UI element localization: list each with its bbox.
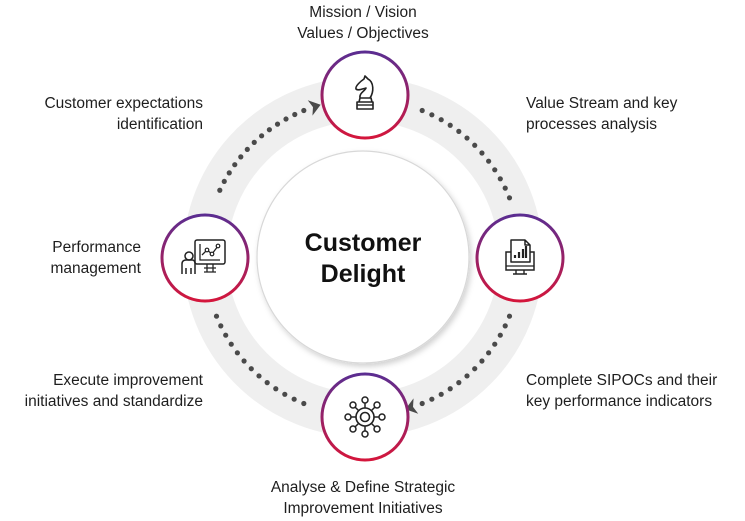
dot [486, 158, 492, 164]
label-line: Improvement Initiatives [283, 500, 443, 517]
dot [301, 107, 307, 114]
dot [438, 117, 444, 123]
dot [241, 358, 247, 364]
center-title-line2: Delight [320, 260, 406, 288]
dot [492, 167, 498, 173]
node-circle [320, 372, 410, 462]
network-gear-icon [344, 396, 386, 438]
node-top [320, 50, 410, 140]
label-line: management [50, 260, 141, 277]
dot [248, 366, 254, 372]
dot [218, 323, 224, 329]
node-right [475, 213, 565, 303]
dot [232, 162, 238, 168]
label-line: Values / Objectives [297, 25, 429, 42]
arc-label-top-left: Customer expectations identification [0, 93, 203, 135]
dot [472, 366, 478, 372]
dot [456, 128, 462, 134]
label-line: Performance [52, 239, 141, 256]
dot [283, 116, 289, 122]
dot [492, 341, 498, 347]
label-line: Customer expectations [44, 95, 203, 112]
label-line: Complete SIPOCs and their [526, 372, 718, 389]
label-line: initiatives and standardize [24, 393, 203, 410]
dot [217, 187, 223, 193]
node-label-top: Mission / Vision Values / Objectives [263, 2, 463, 44]
dot [419, 107, 425, 114]
dot [506, 313, 513, 319]
node-circle [160, 213, 250, 303]
label-line: key performance indicators [526, 393, 713, 410]
dot [274, 121, 281, 127]
dot [502, 323, 508, 329]
arc-label-bottom-right: Complete SIPOCs and their key performanc… [526, 370, 717, 412]
label-line: Analyse & Define Strategic [270, 479, 456, 496]
dot [486, 350, 492, 356]
dot [238, 154, 244, 160]
arc-label-bottom-left: Execute improvement initiatives and stan… [0, 370, 203, 412]
node-left [160, 213, 250, 303]
dot [464, 135, 470, 141]
report-monitor-icon [505, 239, 535, 275]
label-line: Value Stream and key [526, 95, 678, 112]
dot [228, 341, 234, 347]
dot [251, 139, 257, 145]
dot [502, 185, 508, 191]
dot [259, 133, 265, 139]
dotted-arrows [213, 100, 513, 414]
dot [301, 400, 307, 407]
dot [429, 112, 435, 118]
dot [221, 178, 227, 185]
dot [497, 176, 503, 182]
dot [497, 332, 503, 338]
dot [223, 332, 229, 338]
dot [447, 386, 453, 392]
dot [244, 146, 250, 153]
center-title: Customer Delight [263, 228, 463, 290]
label-line: Execute improvement [53, 372, 203, 389]
dot [506, 195, 513, 201]
dot [291, 396, 297, 402]
dot [292, 111, 298, 118]
label-line: Mission / Vision [309, 4, 417, 21]
dot [438, 391, 444, 397]
dot [213, 313, 220, 319]
presentation-chart-icon [181, 239, 226, 274]
node-label-bottom: Analyse & Define Strategic Improvement I… [233, 477, 493, 519]
dot [479, 150, 485, 156]
center-title-line1: Customer [304, 229, 422, 257]
dot [256, 373, 262, 379]
dot [419, 400, 425, 407]
dot [472, 142, 478, 148]
arrowhead-icon [307, 100, 321, 116]
dot [456, 380, 462, 386]
node-label-right: Value Stream and key processes analysis [526, 93, 677, 135]
dot [273, 386, 279, 392]
node-bottom [320, 372, 410, 462]
label-line: processes analysis [526, 116, 657, 133]
center-circle [256, 150, 470, 364]
dot [234, 350, 240, 356]
node-label-left: Performance management [0, 237, 141, 279]
dot [264, 380, 270, 386]
dot [226, 170, 232, 176]
label-line: identification [116, 116, 203, 133]
dot [464, 373, 470, 379]
chess-knight-icon [355, 75, 374, 110]
dot [479, 358, 485, 364]
dot [429, 396, 435, 402]
dot [266, 127, 272, 133]
dot [447, 122, 453, 128]
dot [282, 391, 288, 397]
node-circle [320, 50, 410, 140]
